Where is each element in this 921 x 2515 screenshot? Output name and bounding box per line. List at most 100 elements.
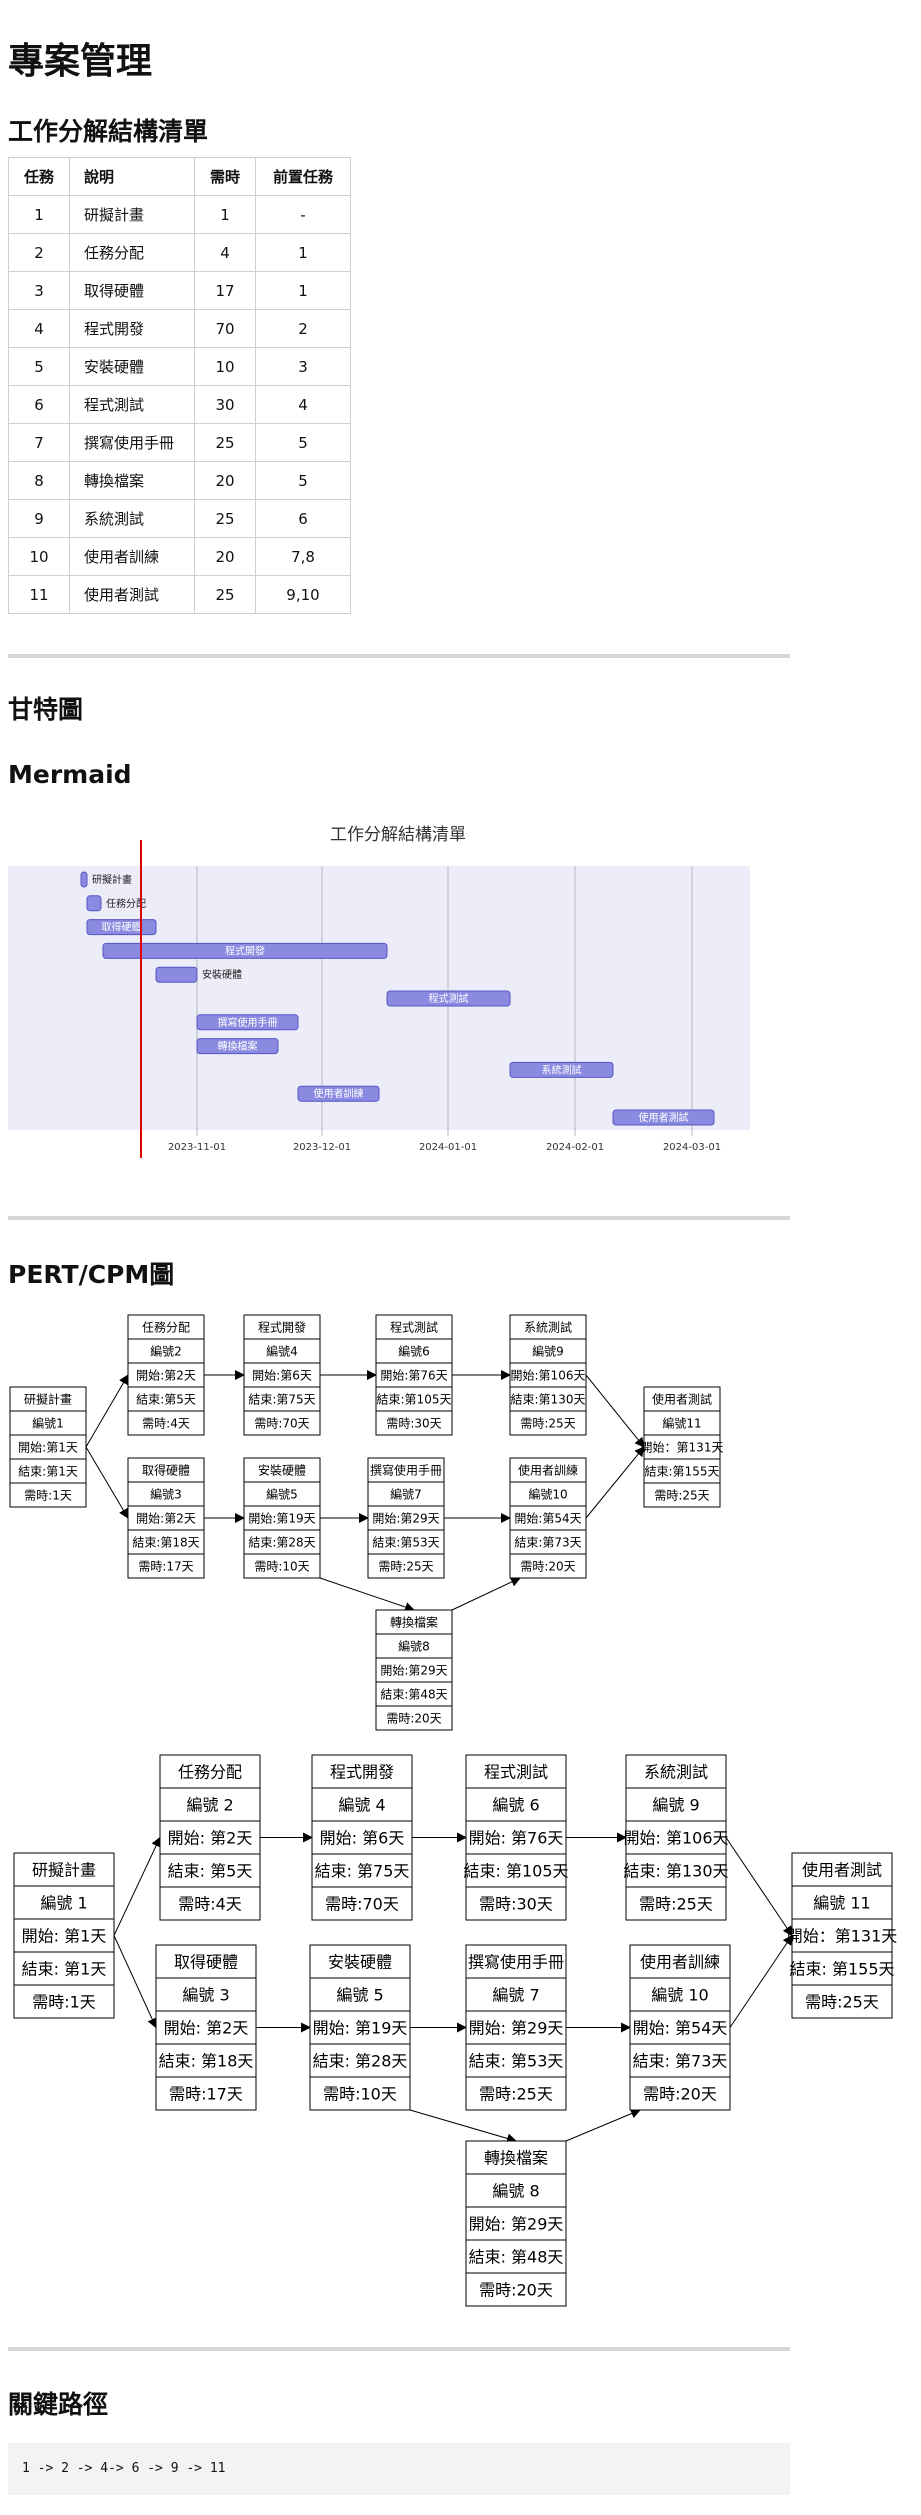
cell-task: 1 bbox=[8, 195, 70, 234]
pert-edge bbox=[319, 1577, 415, 1612]
cell-desc: 安裝硬體 bbox=[69, 347, 195, 386]
pert-node-box bbox=[509, 1457, 587, 1579]
cell-task: 7 bbox=[8, 423, 70, 462]
wbs-heading: 工作分解結構清單 bbox=[8, 117, 209, 146]
wbs-header-row: 任務 說明 需時 前置任務 bbox=[8, 157, 351, 196]
pert-node-text: 結束: 第130天 bbox=[623, 1861, 728, 1880]
page-title: 專案管理 bbox=[8, 41, 153, 82]
pert-node-text: 轉換檔案 bbox=[390, 1614, 438, 1629]
pert-node-text: 研擬計畫 bbox=[32, 1860, 96, 1879]
pert-node-text: 使用者訓練 bbox=[518, 1462, 578, 1477]
pert-node-box bbox=[155, 1944, 257, 2111]
pert-heading: PERT/CPM圖 bbox=[8, 1260, 175, 1289]
pert-node-text: 編號3 bbox=[150, 1486, 182, 1501]
cell-predecessor: 5 bbox=[255, 423, 351, 462]
gantt-bar bbox=[86, 919, 157, 936]
cell-desc: 取得硬體 bbox=[69, 271, 195, 310]
pert-node-text: 編號 8 bbox=[492, 2181, 539, 2200]
pert-node-text: 任務分配 bbox=[178, 1762, 242, 1781]
pert-node-box bbox=[127, 1457, 205, 1579]
cell-predecessor: 1 bbox=[255, 271, 351, 310]
pert-node-text: 結束:第48天 bbox=[380, 1687, 447, 1701]
cell-desc: 使用者訓練 bbox=[69, 537, 195, 576]
pert-node-text: 編號 6 bbox=[492, 1795, 539, 1814]
gantt-heading: 甘特圖 bbox=[8, 695, 84, 724]
cell-predecessor: 5 bbox=[255, 461, 351, 500]
pert-node-text: 撰寫使用手冊 bbox=[468, 1952, 564, 1971]
pert-node-text: 編號 4 bbox=[338, 1795, 385, 1814]
pert-node-box bbox=[791, 1852, 893, 2019]
pert-node-text: 結束:第53天 bbox=[372, 1535, 439, 1549]
pert-node-text: 開始:第19天 bbox=[248, 1511, 315, 1525]
pert-node-text: 需時:25天 bbox=[639, 1894, 713, 1913]
pert-edge bbox=[85, 1446, 129, 1519]
pert-node-text: 需時:20天 bbox=[643, 2084, 717, 2103]
cell-task: 3 bbox=[8, 271, 70, 310]
pert-node-box bbox=[243, 1457, 321, 1579]
pert-node-text: 結束: 第28天 bbox=[313, 2051, 408, 2070]
cell-task: 9 bbox=[8, 499, 70, 538]
gantt-bar-label: 使用者訓練 bbox=[314, 1087, 364, 1100]
pert-node-box bbox=[375, 1609, 453, 1731]
gantt-bar bbox=[297, 1085, 380, 1102]
gantt-bar bbox=[86, 895, 102, 912]
cell-task: 10 bbox=[8, 537, 70, 576]
cell-desc: 撰寫使用手冊 bbox=[69, 423, 195, 462]
pert-node-text: 結束: 第155天 bbox=[789, 1959, 894, 1978]
gantt-tick-label: 2024-01-01 bbox=[419, 1142, 477, 1153]
pert-node-text: 開始:第29天 bbox=[380, 1663, 447, 1677]
pert-edge bbox=[451, 1577, 521, 1611]
cell-predecessor: - bbox=[255, 195, 351, 234]
pert-edge bbox=[113, 1935, 157, 2029]
pert-node-text: 取得硬體 bbox=[174, 1952, 238, 1971]
pert-node-text: 編號 2 bbox=[186, 1795, 233, 1814]
pert-node-text: 開始: 第6天 bbox=[320, 1828, 405, 1847]
pert-node-text: 結束: 第53天 bbox=[469, 2051, 564, 2070]
pert-node-text: 需時:70天 bbox=[254, 1416, 309, 1430]
pert-node-text: 結束: 第73天 bbox=[633, 2051, 728, 2070]
pert-node-box bbox=[13, 1852, 115, 2019]
pert-node-text: 結束:第5天 bbox=[136, 1392, 196, 1406]
pert-node-text: 需時:17天 bbox=[169, 2084, 243, 2103]
pert-node-text: 需時:10天 bbox=[323, 2084, 397, 2103]
pert-node-text: 程式開發 bbox=[330, 1762, 394, 1781]
pert-node-text: 需時:20天 bbox=[520, 1559, 575, 1573]
pert-node-text: 開始:第2天 bbox=[136, 1368, 196, 1382]
pert-node-text: 開始: 第29天 bbox=[469, 2018, 564, 2037]
pert-node-text: 需時:30天 bbox=[479, 1894, 553, 1913]
pert-node-text: 開始:第106天 bbox=[511, 1368, 586, 1382]
pert-node-text: 使用者訓練 bbox=[640, 1952, 720, 1971]
pert-node-text: 需時:25天 bbox=[378, 1559, 433, 1573]
cell-desc: 使用者測試 bbox=[69, 575, 195, 614]
pert-node-text: 編號7 bbox=[390, 1486, 422, 1501]
cell-desc: 任務分配 bbox=[69, 233, 195, 272]
pert-edge bbox=[113, 1836, 161, 1936]
pert-node-box bbox=[375, 1314, 453, 1436]
critical-path-heading: 關鍵路徑 bbox=[8, 2390, 109, 2419]
pert-node-text: 需時:20天 bbox=[479, 2280, 553, 2299]
pert-node-box bbox=[465, 2140, 567, 2307]
pert-node-text: 編號10 bbox=[528, 1486, 567, 1501]
gantt-title: 工作分解結構清單 bbox=[330, 825, 466, 845]
pert-node-text: 開始: 第106天 bbox=[623, 1828, 728, 1847]
pert-node-text: 使用者測試 bbox=[802, 1860, 882, 1879]
cell-duration: 1 bbox=[194, 195, 256, 234]
pert-node-text: 編號 10 bbox=[651, 1985, 708, 2004]
pert-node-text: 使用者測試 bbox=[652, 1391, 712, 1406]
cell-task: 8 bbox=[8, 461, 70, 500]
cell-task: 2 bbox=[8, 233, 70, 272]
pert-node-text: 編號4 bbox=[266, 1343, 298, 1358]
cell-desc: 轉換檔案 bbox=[69, 461, 195, 500]
cell-duration: 70 bbox=[194, 309, 256, 348]
